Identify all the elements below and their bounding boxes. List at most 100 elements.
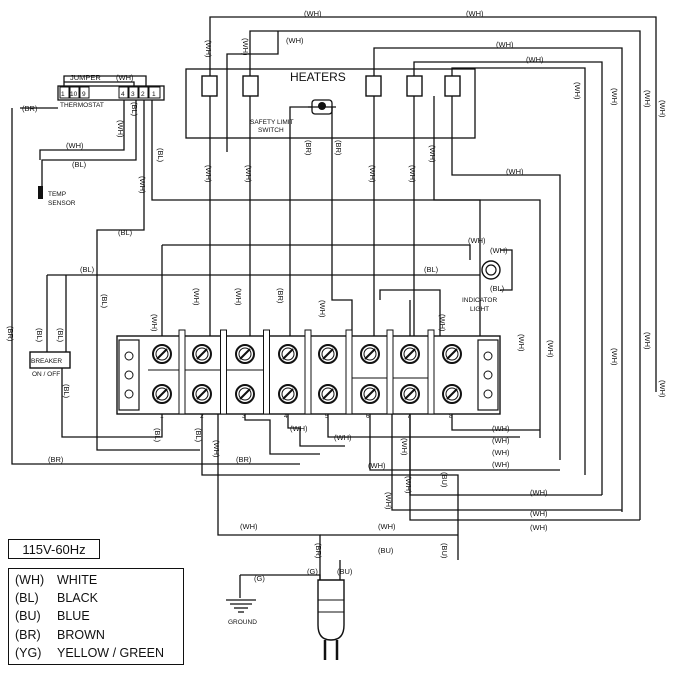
heater-connector-2 <box>242 75 259 97</box>
terminal-separator <box>178 329 186 415</box>
wire-tag-bl: (BL) <box>56 328 65 343</box>
wire-tag-wh: (WH) <box>506 167 524 176</box>
wire-tag-br: (BR) <box>48 455 64 464</box>
wire-tag-bl: (BL) <box>118 228 133 237</box>
heaters-panel <box>185 68 476 139</box>
wire-tag-bl: (BL) <box>153 428 162 443</box>
terminal-separator <box>386 329 394 415</box>
legend-code: (YG) <box>15 645 42 660</box>
svg-text:4: 4 <box>284 413 288 420</box>
thermostat-terminal-label: 3 <box>131 91 135 98</box>
wire-tag-wh: (WH) <box>468 236 486 245</box>
wire-tag-bl: (BL) <box>490 284 505 293</box>
wire-tag-wh: (WH) <box>286 36 304 45</box>
wire-tag-wh: (WH) <box>530 523 548 532</box>
wire-tag-br: (BR) <box>304 140 313 156</box>
wire-tag-wh: (WH) <box>492 424 510 433</box>
breaker-label-1: BREAKER <box>31 358 62 365</box>
thermostat-terminal-label: 4 <box>121 91 125 98</box>
wire-tag-br: (BR) <box>334 140 343 156</box>
wire-tag-wh: (WH) <box>610 348 619 366</box>
wire-tag-wh: (WH) <box>492 460 510 469</box>
ground-symbol <box>226 599 256 613</box>
wire-tag-bl: (BL) <box>72 160 87 169</box>
terminal-separator <box>345 329 353 415</box>
legend-row: (WH)WHITE <box>15 571 183 589</box>
terminal-screw <box>192 344 212 364</box>
wire-tag-br: (BR) <box>6 326 15 342</box>
wire-tag-bu: (BU) <box>440 472 449 488</box>
terminal-screw <box>235 344 255 364</box>
wire-tag-wh: (WH) <box>150 314 159 332</box>
terminal-screw <box>235 384 255 404</box>
svg-text:1: 1 <box>160 413 164 420</box>
terminal-screws <box>152 329 462 415</box>
wire-tag-wh: (WH) <box>116 120 125 138</box>
wire-tag-wh: (WH) <box>526 55 544 64</box>
wire-tag-wh: (WH) <box>546 340 555 358</box>
terminal-screw <box>400 344 420 364</box>
wire-tag-wh: (WH) <box>400 438 409 456</box>
thermostat-terminal-label: 10 <box>70 91 78 98</box>
terminal-screw <box>152 384 172 404</box>
breaker-label-2: ON / OFF <box>32 371 60 378</box>
svg-text:6: 6 <box>366 413 370 420</box>
wire-tag-wh: (WH) <box>234 288 243 306</box>
wire-tag-wh: (WH) <box>66 141 84 150</box>
wire-tag-wh: (WH) <box>492 448 510 457</box>
wire-tag-wh: (WH) <box>334 433 352 442</box>
wire-tag-wh: (WH) <box>658 100 667 118</box>
terminal-screw <box>360 384 380 404</box>
wire-tag-bl: (BL) <box>80 265 95 274</box>
wire-tag-bu: (BU) <box>440 543 449 559</box>
ground-label: GROUND <box>228 619 257 626</box>
svg-text:7: 7 <box>407 413 411 420</box>
heater-connector-4 <box>406 75 423 97</box>
wire-tag-wh: (WH) <box>244 165 253 183</box>
wire-tag-bl: (BL) <box>424 265 439 274</box>
legend-color-name: BLUE <box>57 609 90 624</box>
wire-tag-wh: (WH) <box>530 509 548 518</box>
thermostat-terminal-label: 1 <box>152 91 156 98</box>
wire-tag-wh: (WH) <box>240 522 258 531</box>
legend-code: (WH) <box>15 573 45 587</box>
wire-tag-wh: (WH) <box>438 314 447 332</box>
wire-tag-wh: (WH) <box>643 90 652 108</box>
terminal-separator <box>304 329 312 415</box>
jumper-wire-tag: (WH) <box>116 73 134 82</box>
voltage-rating: 115V-60Hz <box>8 539 100 559</box>
wire-tag-wh: (WH) <box>492 436 510 445</box>
legend-color-name: BLACK <box>57 591 98 606</box>
wire-tag-wh: (WH) <box>530 488 548 497</box>
terminal-numbers: 1 2 3 4 5 6 7 8 <box>160 413 453 420</box>
terminal-screw <box>278 384 298 404</box>
thermostat-label: THERMOSTAT <box>60 102 104 109</box>
power-plug <box>317 579 345 660</box>
wire-tag-wh: (WH) <box>573 82 582 100</box>
terminal-screw <box>400 384 420 404</box>
safety-switch-label-1: SAFETY LIMIT <box>250 119 294 126</box>
wire-tag-bu: (BU) <box>378 546 394 555</box>
legend-row: (BR)BROWN <box>15 626 183 644</box>
heaters-title: HEATERS <box>290 70 346 84</box>
wire-tag-wh: (WH) <box>404 476 413 494</box>
thermostat-terminal-label: 1 <box>61 91 65 98</box>
legend-code: (BL) <box>15 591 39 606</box>
temp-sensor-label-1: TEMP <box>48 191 66 198</box>
wire-tag-wh: (WH) <box>466 9 484 18</box>
wire-tag-wh: (WH) <box>290 424 308 433</box>
wire-tag-br: (BR) <box>22 104 38 113</box>
wire-tag-g: (G) <box>254 574 265 583</box>
wire-tag-wh: (WH) <box>204 40 213 58</box>
wire-tag-bu: (BU) <box>337 567 353 576</box>
wire-tag-bl: (BL) <box>100 294 109 309</box>
wire-tag-wh: (WH) <box>643 332 652 350</box>
svg-text:3: 3 <box>242 413 246 420</box>
wire-tag-g: (G) <box>307 567 318 576</box>
jumper-label: JUMPER <box>70 73 101 82</box>
terminal-screw <box>318 344 338 364</box>
wire-tag-wh: (WH) <box>408 165 417 183</box>
legend-code: (BR) <box>15 627 41 642</box>
svg-text:8: 8 <box>449 413 453 420</box>
